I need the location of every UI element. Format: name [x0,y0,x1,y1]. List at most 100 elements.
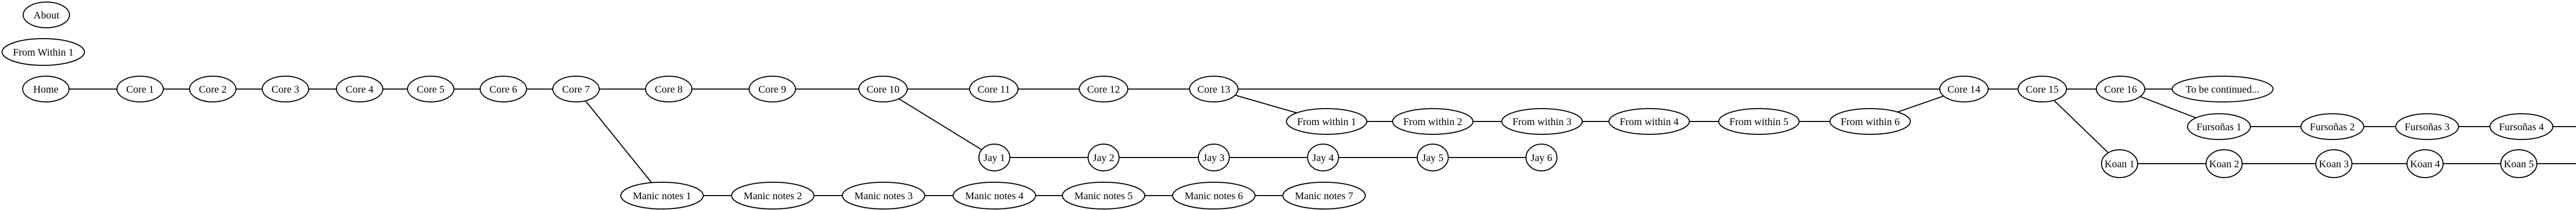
node-label: Fursoñas 2 [2310,121,2354,133]
node-label: Core 16 [2104,84,2137,95]
node-core-2: Core 2 [189,76,236,102]
node-label: Core 4 [346,84,374,95]
edge-core-10--jay-1 [883,89,995,158]
node-shape [620,182,704,209]
node-manic-notes-2: Manic notes 2 [731,182,815,209]
node-shape [978,144,1010,171]
node-label: Koan 3 [2319,159,2349,170]
node-shape [2018,76,2067,102]
node-shape [23,2,70,28]
node-label: Fursoñas 1 [2196,121,2241,133]
node-shape [1062,182,1145,209]
node-shape [969,76,1019,102]
node-shape [2,38,85,66]
node-jay-2: Jay 2 [1088,144,1120,171]
node-jay-6: Jay 6 [1526,144,1557,171]
node-shape [1829,108,1911,135]
node-manic-notes-7: Manic notes 7 [1282,182,1366,209]
node-shape [1526,144,1557,171]
node-shape [953,182,1036,209]
node-shape [1608,108,1690,135]
node-label: Koan 1 [2105,159,2134,170]
node-fursonas-4: Fursoñas 4 [2489,113,2553,140]
node-label: Jay 1 [984,152,1005,164]
node-shape [842,182,925,209]
node-label: From within 4 [1620,116,1679,128]
node-label: From within 6 [1841,116,1900,128]
node-fursonas-3: Fursoñas 3 [2395,113,2459,140]
node-label: Core 15 [2026,84,2059,95]
node-koan-4: Koan 4 [2406,149,2444,178]
node-shape [1079,76,1128,102]
node-shape [1392,108,1473,135]
node-shape [116,76,164,102]
node-shape [2101,149,2138,178]
node-label: Jay 2 [1093,152,1114,164]
node-label: From within 5 [1730,116,1788,128]
node-shape [2315,149,2352,178]
node-label: Core 14 [1947,84,1980,95]
node-shape [858,76,908,102]
node-shape [2500,149,2537,178]
node-koan-1: Koan 1 [2101,149,2138,178]
node-label: Home [33,84,59,95]
node-label: From within 1 [1297,116,1356,128]
node-label: Core 2 [199,84,227,95]
node-label: Koan 4 [2410,159,2440,170]
node-label: Core 1 [126,84,154,95]
edge-core-7--manic-notes-1 [575,89,663,196]
node-label: Core 13 [1197,84,1230,95]
node-shape [262,76,309,102]
node-home: Home [22,76,70,102]
node-label: Koan 2 [2209,159,2239,170]
node-from-within-2: From within 2 [1392,108,1473,135]
node-core-8: Core 8 [645,76,692,102]
node-label: From within 2 [1403,116,1462,128]
node-shape [1172,182,1256,209]
node-shape [1417,144,1449,171]
node-shape [2187,113,2251,140]
node-shape [1282,182,1366,209]
node-label: Core 6 [489,84,517,95]
node-from-within-5: From within 5 [1718,108,1800,135]
node-core-12: Core 12 [1079,76,1128,102]
node-from-within-intro: From Within 1 [2,38,85,66]
node-core-11: Core 11 [969,76,1019,102]
node-core-14: Core 14 [1939,76,1989,102]
node-core-13: Core 13 [1189,76,1239,102]
node-shape [2489,113,2553,140]
node-core-16: Core 16 [2096,76,2145,102]
node-label: Jay 5 [1422,152,1444,164]
node-to-be-continued: To be continued... [2172,76,2274,102]
node-shape [552,76,600,102]
node-shape [1718,108,1800,135]
node-shape [2096,76,2145,102]
node-shape [1088,144,1120,171]
node-core-3: Core 3 [262,76,309,102]
node-manic-notes-4: Manic notes 4 [953,182,1036,209]
node-label: Core 10 [867,84,900,95]
node-shape [749,76,796,102]
node-label: Core 3 [272,84,299,95]
node-label: Manic notes 1 [633,190,691,202]
node-jay-1: Jay 1 [978,144,1010,171]
node-shape [22,76,70,102]
node-label: Manic notes 3 [854,190,912,202]
node-shape [2206,149,2243,178]
node-label: Core 8 [655,84,683,95]
node-core-6: Core 6 [480,76,527,102]
node-label: Fursoñas 4 [2499,121,2544,133]
node-shape [189,76,236,102]
node-label: Manic notes 5 [1074,190,1132,202]
node-shape [645,76,692,102]
node-label: Jay 4 [1312,152,1334,164]
edge-core-15--koan-1 [2042,89,2120,164]
node-shape [2300,113,2364,140]
node-label: About [33,10,59,21]
node-koan-2: Koan 2 [2206,149,2243,178]
node-koan-3: Koan 3 [2315,149,2352,178]
node-shape [1501,108,1583,135]
node-label: Core 7 [562,84,590,95]
node-core-15: Core 15 [2018,76,2067,102]
